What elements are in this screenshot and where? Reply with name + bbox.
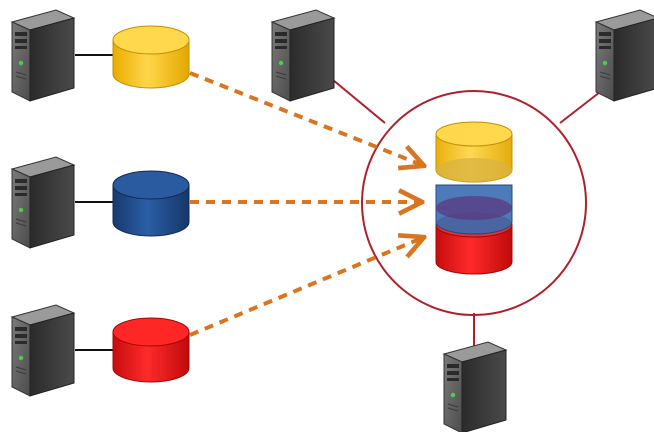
- server-icon: [11, 156, 75, 249]
- server-icon: [271, 9, 335, 102]
- arrow-red-to-hub: [189, 238, 422, 337]
- hub-connector-top-right: [559, 91, 601, 124]
- stacked-database-icon: [435, 121, 513, 275]
- database-icon-yellow: [112, 25, 190, 89]
- database-icon-blue: [112, 170, 190, 237]
- server-icon: [11, 304, 75, 397]
- server-icon: [443, 341, 507, 432]
- server-icon: [595, 9, 654, 102]
- database-icon-red: [112, 317, 190, 383]
- hub-connector-top-left: [332, 79, 386, 124]
- server-icon: [11, 9, 75, 102]
- hub-ring: [361, 90, 587, 316]
